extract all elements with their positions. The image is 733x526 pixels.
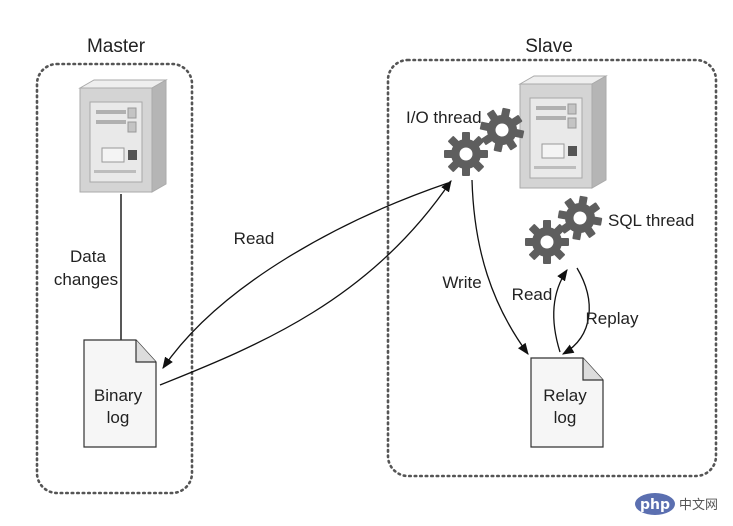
- watermark-site: 中文网: [679, 498, 718, 513]
- replay-arrow: [561, 267, 590, 355]
- read-binary-label: Read: [234, 229, 275, 248]
- read-binary-arrow-upper: [162, 182, 449, 369]
- relay-log-label-line1: Relay: [543, 386, 587, 405]
- read-binary-arrow-lower: [159, 180, 452, 386]
- write-relay-arrow: [471, 179, 529, 355]
- relay-log-label-line2: log: [554, 408, 577, 427]
- replay-label: Replay: [586, 309, 639, 328]
- sql-thread-label: SQL thread: [608, 211, 694, 230]
- watermark-logo-badge: [635, 493, 675, 515]
- read-relay-arrow: [553, 269, 568, 353]
- slave-container: [386, 58, 718, 478]
- master-server-icon: [79, 79, 167, 193]
- watermark: php 中文网: [635, 493, 718, 515]
- write-relay-label: Write: [442, 273, 481, 292]
- sql-thread-gears-icon: [525, 192, 606, 264]
- slave-title: Slave: [525, 36, 573, 57]
- binary-log-label-line1: Binary: [94, 386, 143, 405]
- watermark-logo: php: [640, 497, 670, 513]
- master-title: Master: [87, 36, 146, 57]
- data-changes-label-line2: changes: [54, 270, 118, 289]
- slave-server-icon: [519, 75, 607, 189]
- read-relay-label: Read: [512, 285, 553, 304]
- data-changes-label-line1: Data: [70, 247, 106, 266]
- binary-log-document: Binary log: [83, 339, 157, 448]
- binary-log-label-line2: log: [107, 408, 130, 427]
- io-thread-label: I/O thread: [406, 108, 482, 127]
- relay-log-document: Relay log: [530, 357, 604, 448]
- master-container: [35, 62, 194, 495]
